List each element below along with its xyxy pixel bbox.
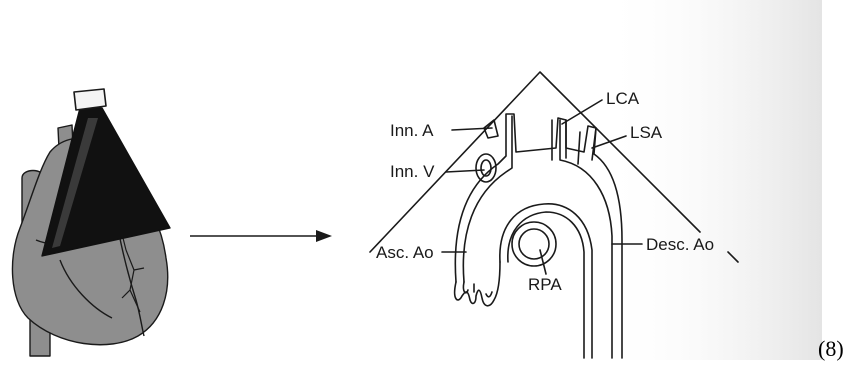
label-asc-ao: Asc. Ao [376, 243, 434, 262]
page-shade [600, 0, 822, 360]
label-lsa: LSA [630, 123, 663, 142]
lca-branch [552, 120, 566, 160]
rpa-lumen [519, 229, 549, 259]
leader-lca [562, 100, 602, 124]
arch-outer-wall [455, 114, 622, 358]
arrow [190, 230, 332, 242]
label-inn-v: Inn. V [390, 162, 435, 181]
label-lca: LCA [606, 89, 640, 108]
label-inn-a: Inn. A [390, 121, 434, 140]
label-desc-ao: Desc. Ao [646, 235, 714, 254]
label-rpa: RPA [528, 275, 562, 294]
leader-inn-v [446, 170, 484, 172]
aortic-root [455, 262, 500, 306]
heart-illustration [12, 89, 170, 356]
figure-number: (8) [818, 336, 844, 362]
transducer-probe [74, 89, 106, 110]
